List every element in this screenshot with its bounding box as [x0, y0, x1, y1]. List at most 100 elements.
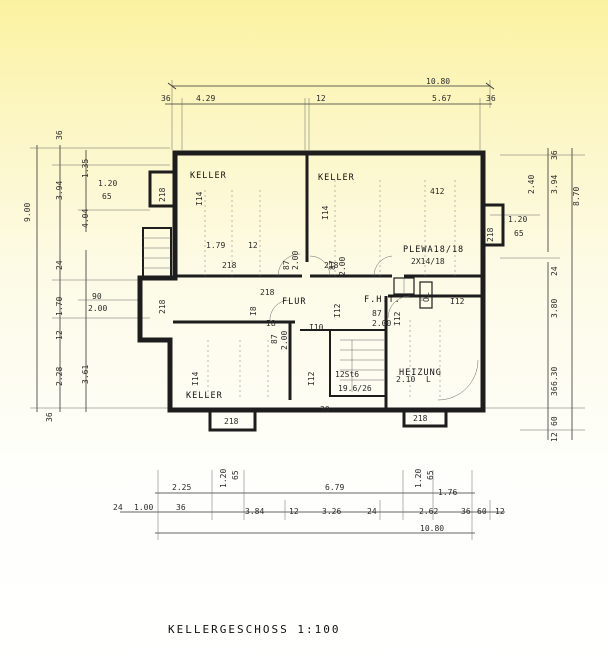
label-i12-b: I12: [333, 303, 342, 318]
light-wells: [142, 170, 505, 432]
dim-bottom-36: 36: [176, 503, 186, 512]
label-l: L: [426, 375, 431, 384]
dim-left-w24: 24: [55, 260, 64, 270]
label-i14-c: I14: [191, 371, 200, 386]
dim-left-361: 3.61: [81, 365, 90, 384]
dim-bottom-100: 1.00: [134, 503, 153, 512]
dim-left-90: 90: [92, 292, 102, 301]
room-oel: ÖL: [421, 292, 431, 302]
label-218-a: 218: [158, 187, 167, 202]
label-i12-d: I12: [393, 311, 402, 326]
label-210: 2.10: [396, 375, 415, 384]
label-218-e: 218: [324, 261, 339, 270]
label-218-h: 218: [260, 288, 275, 297]
door-swings: [269, 253, 479, 401]
dim-left-total: 9.00: [23, 203, 32, 222]
dim-right-w12: 12: [550, 432, 559, 442]
label-i12-a: I12: [450, 297, 465, 306]
dim-left-w36: 36: [55, 130, 64, 140]
dim-left-394: 3.94: [55, 181, 64, 200]
dim-left-404: 4.04: [81, 209, 90, 228]
label-200-b: 2.00: [338, 257, 347, 276]
label-218-g: 218: [413, 414, 428, 423]
dim-bottom-120: 1.20: [219, 469, 228, 488]
dim-bottom-326: 3.26: [322, 507, 341, 516]
dim-bottom-120b: 1.20: [414, 469, 423, 488]
label-i14-a: I14: [195, 191, 204, 206]
dim-bottom-262: 2.62: [419, 507, 438, 516]
dim-bottom-679: 6.79: [325, 483, 344, 492]
label-30: 30: [320, 405, 330, 414]
dim-top-left: 4.29: [196, 94, 215, 103]
dim-left-120: 1.20: [98, 179, 117, 188]
dim-right-65: 65: [514, 229, 524, 238]
label-200-a: 2.00: [291, 251, 300, 270]
room-plewa-dim: 2X14/18: [411, 257, 445, 266]
dim-bottom-24: 24: [113, 503, 123, 512]
dim-right-w24: 24: [550, 266, 559, 276]
inner-walls: [173, 153, 483, 410]
label-412: 412: [430, 187, 445, 196]
left-dimension-lines: [30, 145, 170, 412]
dim-left-200: 2.00: [88, 304, 107, 313]
dim-bottom-384: 3.84: [245, 507, 264, 516]
room-keller-ne: KELLER: [318, 173, 355, 183]
label-i10: I10: [309, 323, 324, 332]
dim-bottom-24b: 24: [367, 507, 377, 516]
label-stair-1: 12St6: [335, 370, 359, 379]
dim-left-w12: 12: [55, 330, 64, 340]
label-218-c: 218: [158, 299, 167, 314]
tank-block: [393, 277, 433, 309]
dim-bottom-60: 60: [477, 507, 487, 516]
dim-bottom-12: 12: [289, 507, 299, 516]
dim-top-total: 10.80: [426, 77, 450, 86]
label-218-f: 218: [224, 417, 239, 426]
dim-bottom-65b: 65: [426, 470, 435, 480]
label-12: 12: [248, 241, 258, 250]
label-i14-b: I14: [321, 205, 330, 220]
label-87-c: 87: [270, 334, 279, 344]
room-heizung: HEIZUNG: [399, 368, 442, 378]
stair: [340, 339, 384, 392]
dim-bottom-12b: 12: [495, 507, 505, 516]
label-218-b: 218: [486, 227, 495, 242]
dim-right-240: 2.40: [527, 175, 536, 194]
dim-right-394: 3.94: [550, 175, 559, 194]
dim-right-630: 6.30: [550, 367, 559, 386]
label-stair-2: 19.6/26: [338, 384, 372, 393]
dim-left-170: 1.70: [55, 297, 64, 316]
dim-left-135: 1.35: [81, 159, 90, 178]
dim-right-120: 1.20: [508, 215, 527, 224]
dim-top-right: 5.67: [432, 94, 451, 103]
bottom-dimension-lines: [120, 470, 505, 540]
dim-bottom-225: 2.25: [172, 483, 191, 492]
label-218-d: 218: [222, 261, 237, 270]
dim-right-60: 60: [550, 416, 559, 426]
label-179: 1.79: [206, 241, 225, 250]
dim-bottom-total: 10.80: [420, 524, 444, 533]
right-dimension-lines: [480, 148, 585, 440]
dim-right-w36: 36: [550, 150, 559, 160]
dim-bottom-65: 65: [231, 470, 240, 480]
dim-top-right-wall: 36: [486, 94, 496, 103]
beam-lines: [204, 180, 456, 400]
dim-top-mid-wall: 12: [316, 94, 326, 103]
room-plewa: PLEWA18/18: [403, 245, 464, 255]
top-dimension-lines: [165, 80, 495, 150]
plan-title: KELLERGESCHOSS 1:100: [168, 623, 340, 636]
dim-right-w36b: 36: [550, 386, 559, 396]
dim-left-228: 2.28: [55, 367, 64, 386]
room-fht: F.H.T.: [364, 295, 401, 305]
label-87-b: 87: [328, 260, 337, 270]
label-200-c: 2.00: [280, 331, 289, 350]
dim-left-65: 65: [102, 192, 112, 201]
dim-left-w36b: 36: [45, 412, 54, 422]
label-87-d: 87: [372, 309, 382, 318]
dim-right-380: 3.80: [550, 299, 559, 318]
label-i8-b: I8: [266, 319, 276, 328]
label-i8-a: I8: [249, 306, 258, 316]
label-200-d: 2.00: [372, 319, 391, 328]
dim-bottom-36b: 36: [461, 507, 471, 516]
label-87-a: 87: [282, 260, 291, 270]
